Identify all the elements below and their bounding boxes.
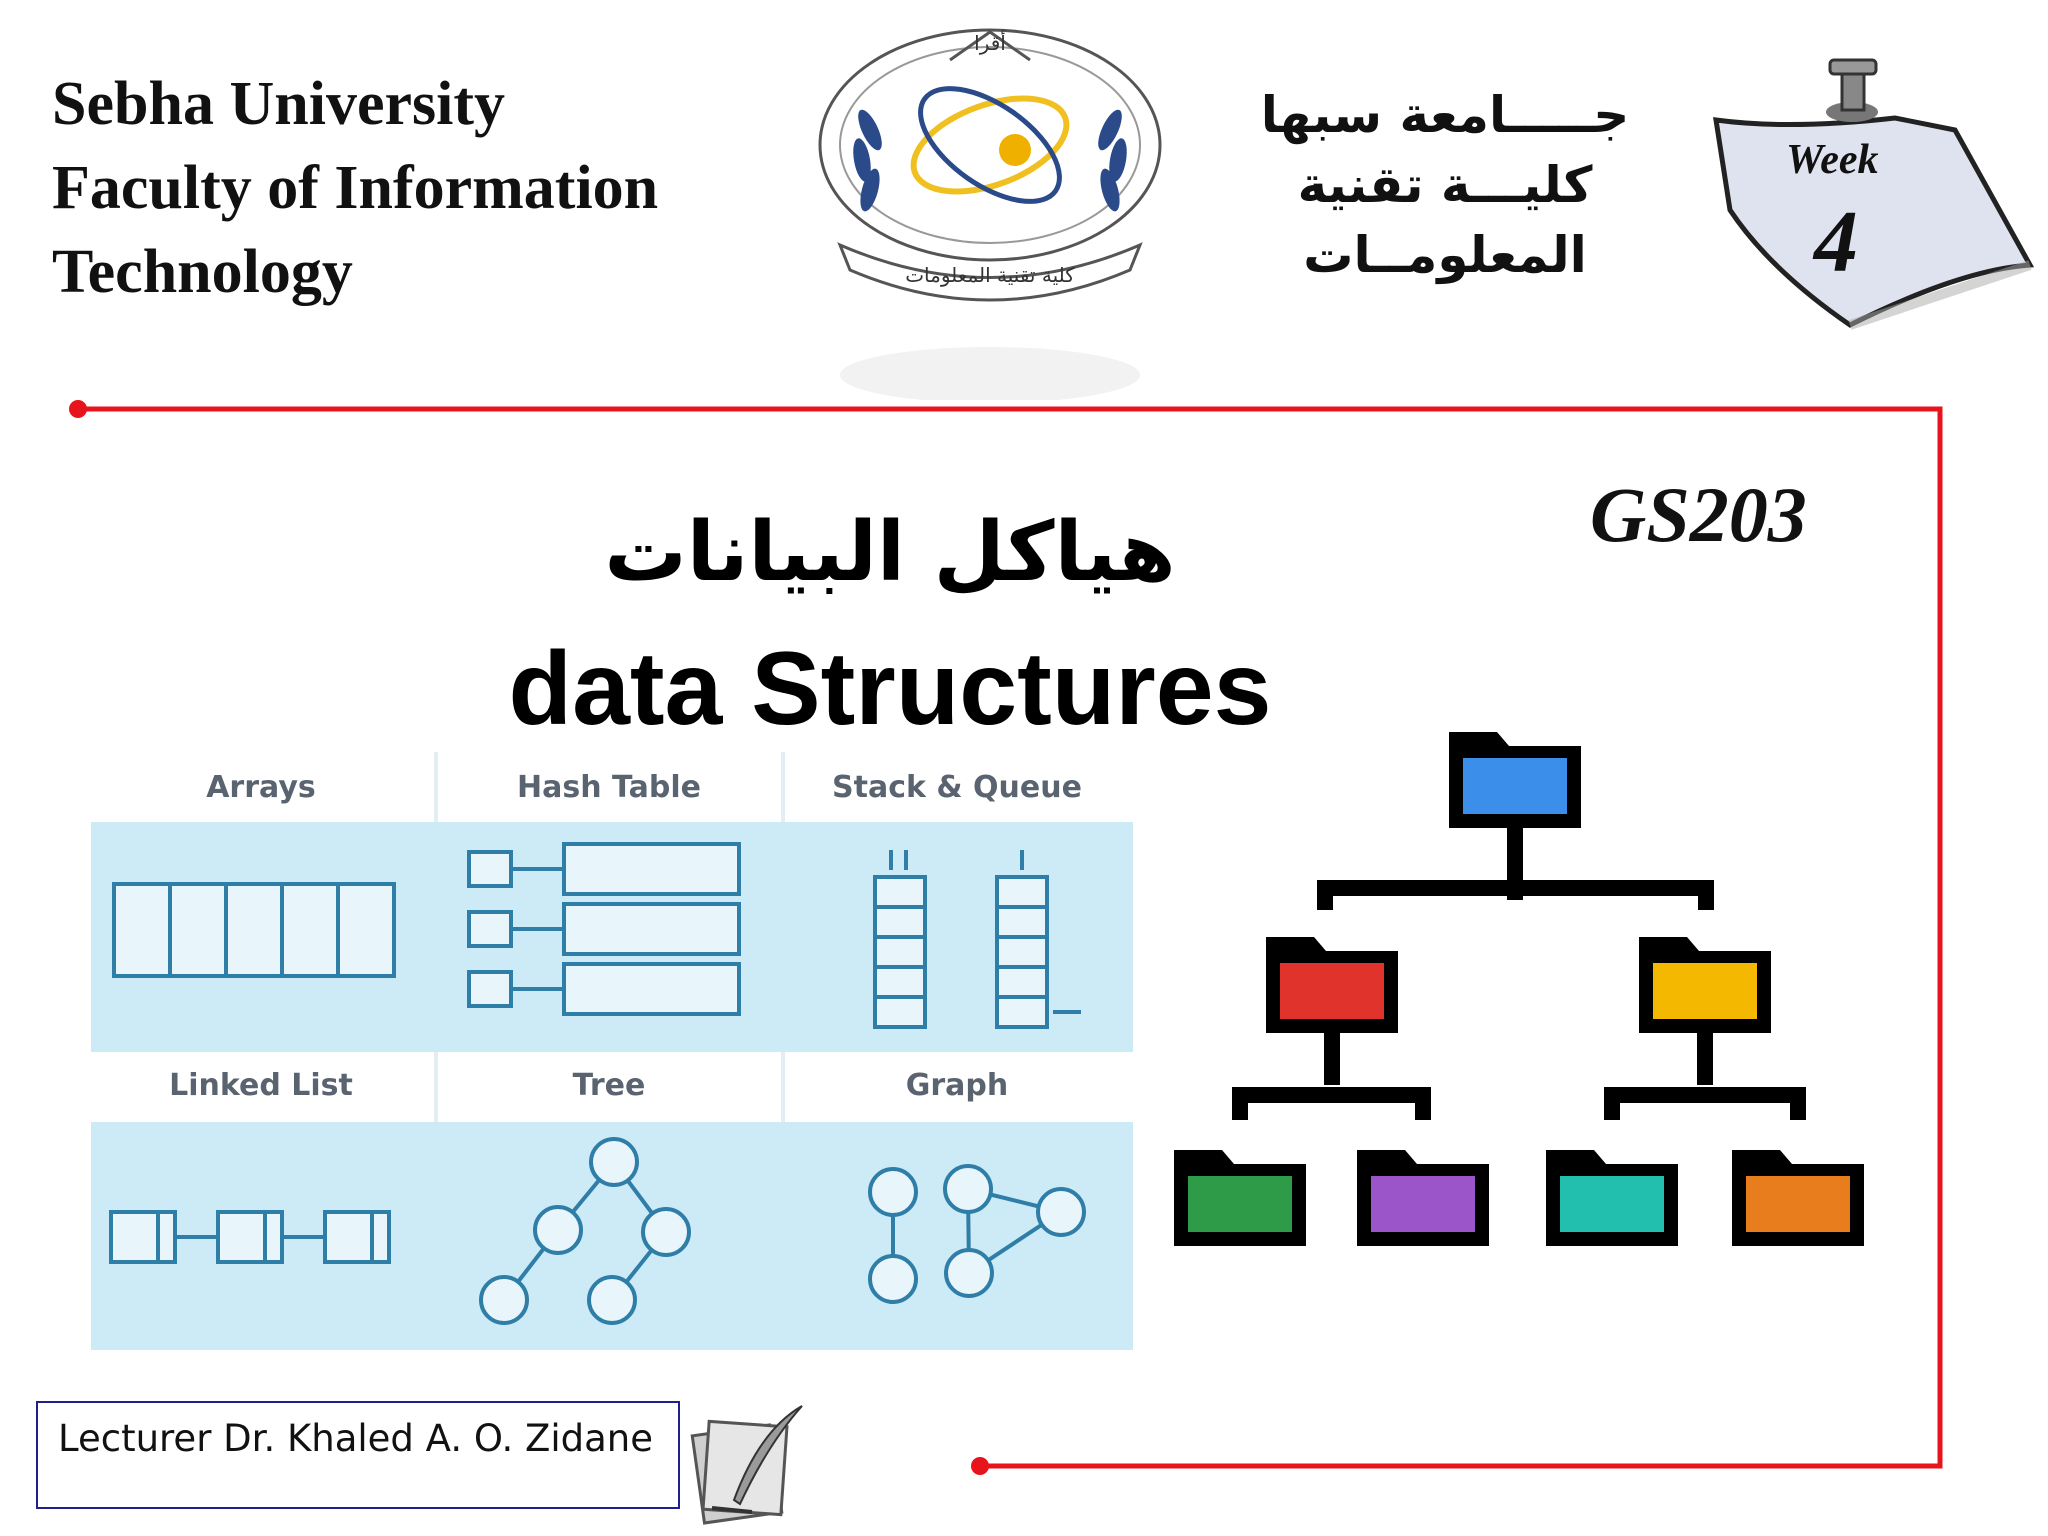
pin-icon	[1826, 58, 1878, 122]
university-ar-line-1: جـــــامعة سبها	[1260, 86, 1630, 144]
folder-level2-icon	[1266, 937, 1398, 1033]
university-line-3: Technology	[52, 238, 353, 306]
university-line-2: Faculty of Information	[52, 154, 659, 222]
week-number: 4	[1814, 194, 1858, 291]
folder-level3-icon	[1732, 1150, 1864, 1246]
lecturer-box: Lecturer Dr. Khaled A. O. Zidane	[36, 1401, 680, 1509]
title-english: data Structures	[508, 631, 1272, 747]
course-code: GS203	[1590, 471, 1807, 558]
data-structures-diagram: Arrays Hash Table Stack & Queue Linked L…	[91, 752, 1133, 1350]
quill-paper-icon	[690, 1405, 803, 1525]
array-shape	[112, 882, 396, 978]
label-arrays: Arrays	[206, 770, 316, 805]
hash-table-shape	[467, 842, 741, 1016]
folder-root-icon	[1449, 732, 1581, 828]
diagram-graphics	[91, 752, 1133, 1350]
folder-level3-icon	[1546, 1150, 1678, 1246]
label-tree: Tree	[572, 1068, 646, 1103]
folder-level3-icon	[1357, 1150, 1489, 1246]
laurel-icon	[853, 109, 1127, 212]
graph-shape	[868, 1164, 1086, 1304]
folder-level2-icon	[1639, 937, 1771, 1033]
linked-list-shape	[109, 1210, 391, 1264]
university-name-en: Sebha University Faculty of Information …	[52, 62, 658, 314]
week-label: Week	[1786, 137, 1879, 183]
atom-icon	[910, 86, 1070, 204]
tree-shape	[479, 1137, 691, 1325]
label-linked-list: Linked List	[169, 1068, 353, 1103]
label-stack-queue: Stack & Queue	[832, 770, 1082, 805]
folder-tree-diagram	[1174, 732, 1864, 1246]
university-ar-line-2: كليـــة تقنية المعلومــات	[1297, 156, 1593, 284]
note-paper-icon	[1713, 58, 2035, 330]
logo-bottom-text: كلية تقنية المعلومات	[905, 263, 1075, 287]
lecturer-name: Lecturer Dr. Khaled A. O. Zidane	[58, 1417, 653, 1460]
label-graph: Graph	[905, 1068, 1009, 1103]
stack-queue-shape	[873, 850, 1081, 1029]
university-line-1: Sebha University	[52, 70, 505, 138]
week-note: Week 4	[1710, 20, 2040, 350]
logo-top-text: أقرا	[974, 30, 1006, 55]
folder-level3-icon	[1174, 1150, 1306, 1246]
university-name-ar: جـــــامعة سبها كليـــة تقنية المعلومــا…	[1195, 80, 1695, 290]
label-hash-table: Hash Table	[517, 770, 701, 805]
university-logo: أقرا كلية تقنية المعلومات	[818, 28, 1162, 400]
title-arabic: هياكل البيانات	[604, 505, 1176, 600]
